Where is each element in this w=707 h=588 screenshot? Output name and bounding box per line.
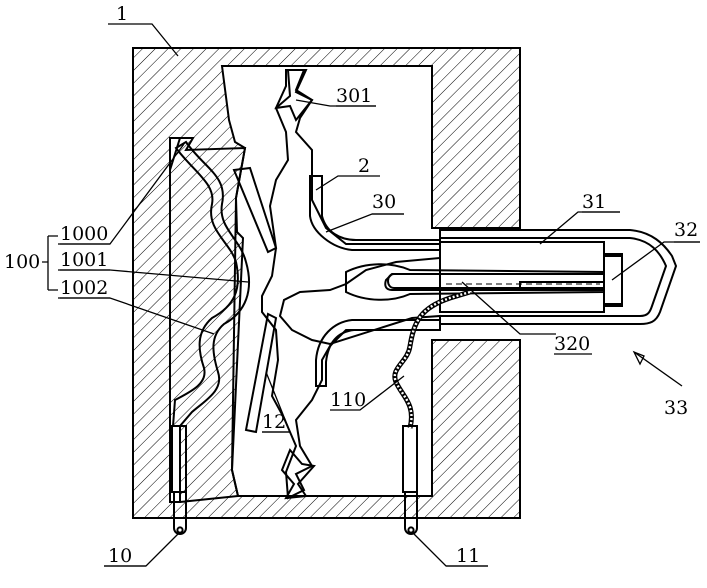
housing-block <box>133 48 520 518</box>
label-1001: 1001 <box>60 249 108 271</box>
label-liner: 2 <box>358 155 370 177</box>
inner-tube <box>440 242 604 312</box>
label-terminal-10: 10 <box>108 545 132 567</box>
label-1000: 1000 <box>60 223 108 245</box>
piston-rod <box>385 254 622 306</box>
liner-strip <box>310 176 440 250</box>
label-piston: 32 <box>674 219 698 241</box>
piston-head <box>388 256 622 304</box>
label-nozzle-body: 30 <box>372 191 396 213</box>
label-terminal-11: 11 <box>456 545 480 567</box>
label-spring: 301 <box>336 85 372 107</box>
outer-shell <box>440 230 676 324</box>
label-outer-shell: 33 <box>664 397 688 419</box>
nozzle-body <box>262 70 440 498</box>
label-lead-wire: 110 <box>330 389 366 411</box>
spring-zigzag-top <box>276 70 312 120</box>
label-housing: 1 <box>116 3 128 25</box>
label-deflector: 12 <box>262 411 286 433</box>
label-320: 320 <box>554 333 590 355</box>
label-inner-tube: 31 <box>582 191 606 213</box>
label-diaphragm-assembly: 100 <box>4 251 40 273</box>
label-1002: 1002 <box>60 277 108 299</box>
liner-strip-lower <box>316 320 440 386</box>
